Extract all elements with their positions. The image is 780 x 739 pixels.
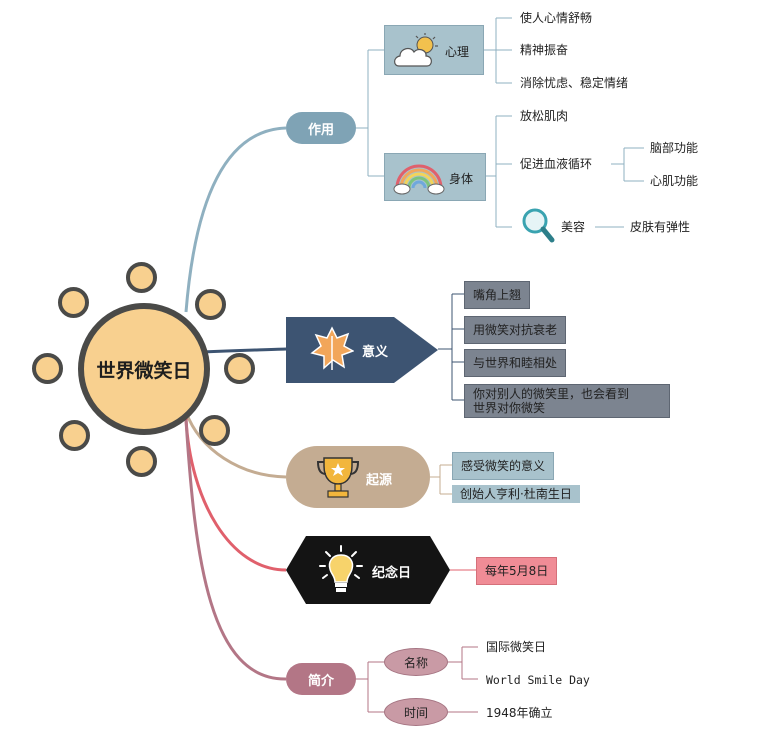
memorial-item[interactable]: 每年5月8日: [476, 557, 558, 585]
hub-petal: [126, 262, 157, 293]
branch-intro[interactable]: 简介: [286, 663, 356, 695]
branch-origin[interactable]: [286, 446, 430, 508]
magnifier-icon: [522, 208, 555, 243]
leaf-icon: [310, 326, 354, 370]
beauty-item: 皮肤有弹性: [630, 220, 691, 234]
trophy-icon: [316, 457, 360, 498]
hub-petal: [59, 420, 90, 451]
meaning-item[interactable]: 与世界和睦相处: [464, 349, 567, 377]
psych-item: 消除忧虑、稳定情绪: [520, 76, 629, 90]
meaning-item[interactable]: 用微笑对抗衰老: [464, 316, 567, 344]
branch-meaning-label: 意义: [362, 345, 389, 360]
branch-memorial-label: 纪念日: [372, 566, 412, 581]
hub-petal: [224, 353, 255, 384]
name-item: 国际微笑日: [486, 640, 547, 654]
rainbow-icon: [393, 164, 445, 195]
body-item-circulation: 促进血液循环: [520, 157, 593, 171]
time-item: 1948年确立: [486, 706, 553, 720]
circulation-item: 脑部功能: [650, 141, 699, 155]
hub-petal: [195, 289, 226, 320]
name-item: World Smile Day: [486, 673, 590, 687]
body-item-beauty: 美容: [561, 220, 586, 234]
subtopic-body[interactable]: 身体: [384, 153, 486, 201]
origin-item[interactable]: 感受微笑的意义: [452, 452, 555, 480]
meaning-item[interactable]: 嘴角上翘: [464, 281, 531, 309]
subtopic-time[interactable]: 时间: [384, 698, 448, 726]
hub-petal: [199, 415, 230, 446]
cloud-sun-icon: [394, 33, 438, 67]
meaning-item[interactable]: 你对别人的微笑里，也会看到 世界对你微笑: [464, 384, 670, 418]
origin-item[interactable]: 创始人亨利·杜南生日: [452, 485, 580, 503]
psych-item: 精神振奋: [520, 43, 569, 57]
hub-petal: [58, 287, 89, 318]
hub-petal: [32, 353, 63, 384]
psych-item: 使人心情舒畅: [520, 11, 593, 25]
branch-memorial-shape[interactable]: [286, 536, 450, 604]
branch-effect[interactable]: 作用: [286, 112, 356, 144]
circulation-item: 心肌功能: [650, 174, 699, 188]
branch-origin-label: 起源: [366, 473, 393, 488]
body-item-relax: 放松肌肉: [520, 109, 569, 123]
subtopic-psych[interactable]: 心理: [384, 25, 484, 75]
central-topic[interactable]: 世界微笑日: [78, 303, 210, 435]
hub-petal: [126, 446, 157, 477]
subtopic-name[interactable]: 名称: [384, 648, 448, 676]
lightbulb-icon: [319, 545, 363, 592]
